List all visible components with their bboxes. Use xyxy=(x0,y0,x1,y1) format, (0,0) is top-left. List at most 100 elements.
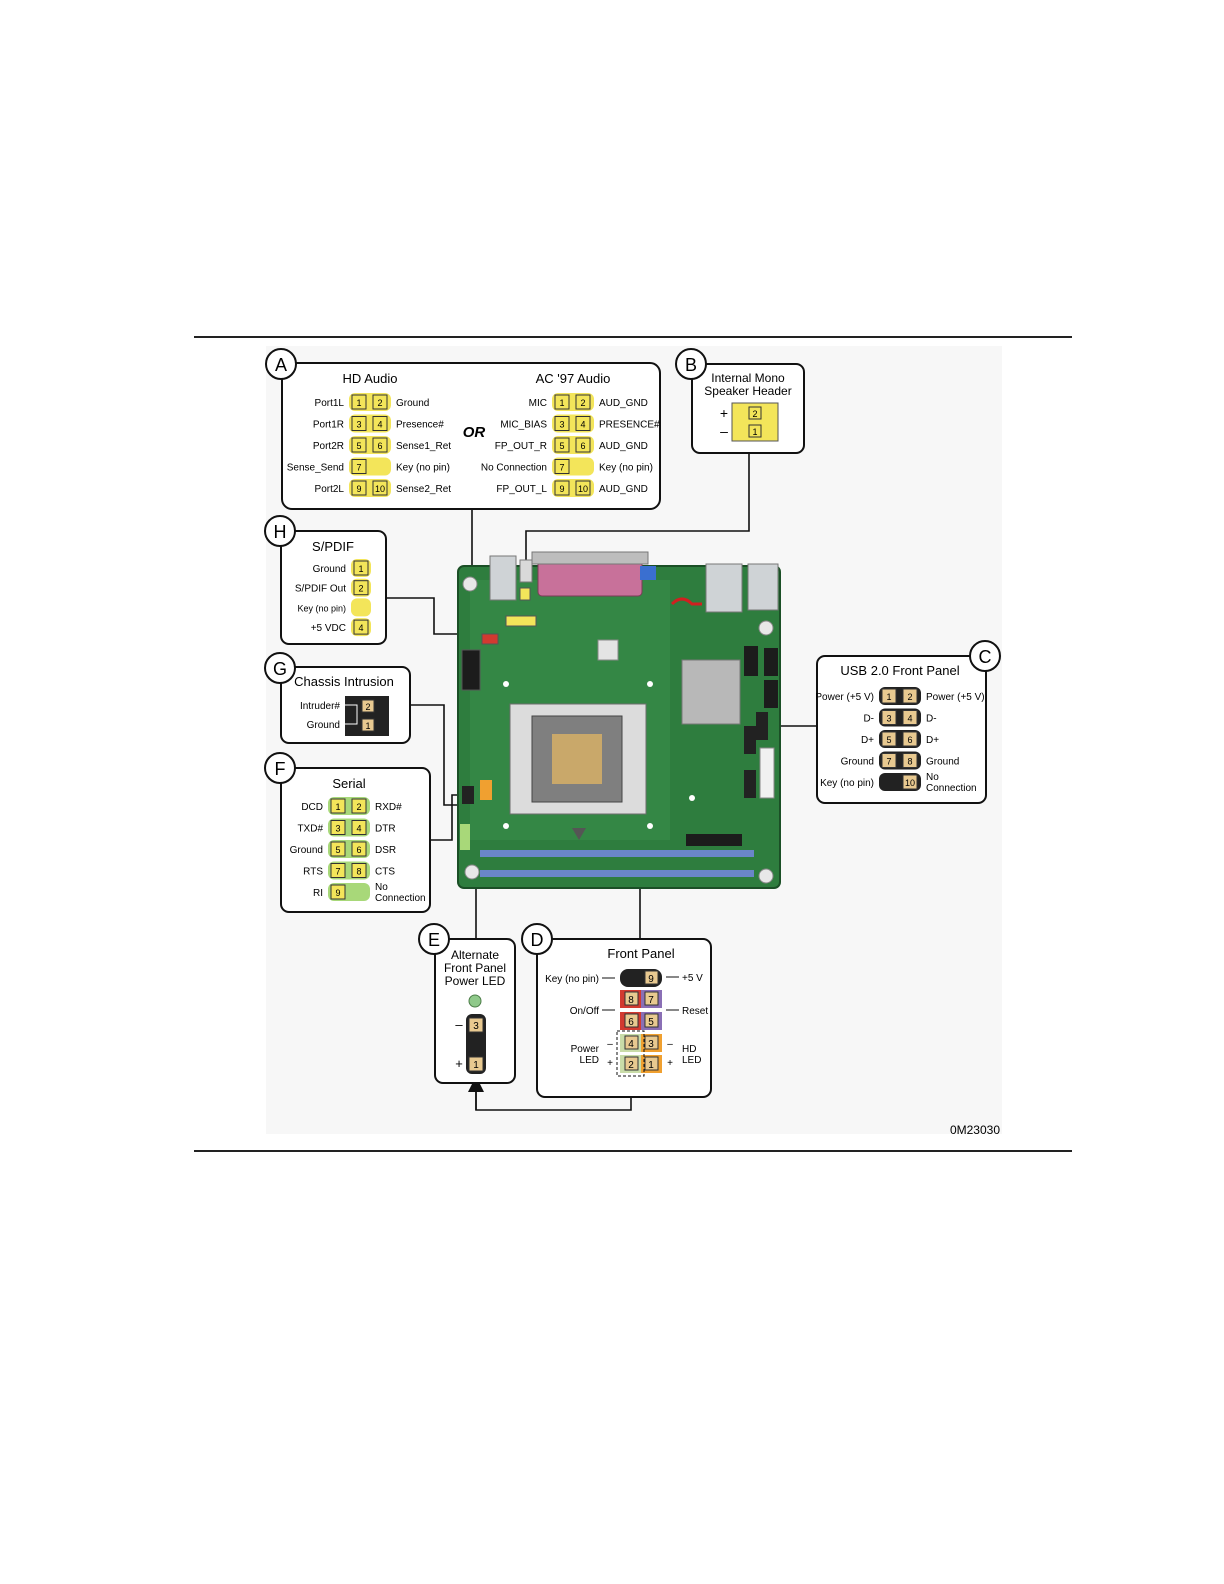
fp-pin-3 xyxy=(644,1035,659,1050)
pin-label: 4 xyxy=(377,420,382,430)
chassis-title: Chassis Intrusion xyxy=(294,674,394,689)
fp-power-led-line1: Power xyxy=(571,1044,600,1055)
alt-led-minus: – xyxy=(455,1017,463,1032)
serial-header xyxy=(462,786,474,804)
pin xyxy=(575,416,591,431)
atx-power xyxy=(759,747,775,799)
fp-pin-5-label: 5 xyxy=(648,1017,654,1028)
pin-label: 10 xyxy=(578,484,588,494)
pin-label: 1 xyxy=(356,398,361,408)
front-audio-header xyxy=(505,615,537,627)
pin-right-label: Connection xyxy=(926,783,977,794)
pin-label: 7 xyxy=(886,757,891,767)
fp-hd-led-line1: HD xyxy=(682,1044,696,1055)
spdif-pin-label: 2 xyxy=(358,584,363,594)
pin-right-label: No xyxy=(926,772,939,783)
top-rule xyxy=(194,336,1072,338)
fp-pin-2 xyxy=(624,1056,639,1071)
pin-label: 1 xyxy=(886,692,891,702)
pin xyxy=(902,774,918,790)
alt-led-pin-3-label: 3 xyxy=(473,1021,479,1032)
pin-right-label: DSR xyxy=(375,845,396,856)
pin-label: 3 xyxy=(356,420,361,430)
fp-hd-led-plus: + xyxy=(667,1058,673,1069)
pin-label: 9 xyxy=(356,484,361,494)
fp-hd-led-line2: LED xyxy=(682,1055,701,1066)
pin xyxy=(330,863,346,878)
dimm-slot-1 xyxy=(480,850,754,857)
side-connectors xyxy=(460,824,470,850)
fp-pin-2-label: 2 xyxy=(628,1060,634,1071)
pin xyxy=(575,437,591,453)
pin xyxy=(330,884,346,900)
usb-header-3 xyxy=(744,770,756,798)
pin-left-label: MIC_BIAS xyxy=(500,420,547,431)
pin-left-label: D+ xyxy=(861,735,874,746)
pin-label: 2 xyxy=(377,398,382,408)
speaker-pin-2 xyxy=(748,406,762,420)
dimm-slot-2 xyxy=(480,870,754,877)
speaker-plus: + xyxy=(720,405,728,421)
pin-label: 4 xyxy=(356,824,361,834)
callout-h-letter: H xyxy=(274,522,287,542)
spdif-pin-label: 1 xyxy=(358,564,363,574)
fp-pin-9-label: 9 xyxy=(648,974,654,985)
spdif-pin xyxy=(353,560,369,576)
callout-c-badge xyxy=(969,640,1001,672)
spdif-pin-label: Key (no pin) xyxy=(297,603,346,613)
pin xyxy=(351,437,367,453)
sata-1 xyxy=(744,646,758,676)
pin xyxy=(330,798,346,814)
spdif-pin xyxy=(353,619,369,635)
pin-left-label: Port2R xyxy=(313,441,344,452)
fp-power-led-outline xyxy=(616,1030,645,1077)
chassis-bracket xyxy=(344,704,358,725)
mount-dot xyxy=(503,823,509,829)
fp-pin-4 xyxy=(624,1035,639,1050)
speaker-header xyxy=(519,587,531,601)
pin-left-label: Power (+5 V) xyxy=(815,692,874,703)
pin-left-label: Ground xyxy=(290,845,323,856)
pin xyxy=(372,416,388,431)
speaker-pin-2-label: 2 xyxy=(752,409,757,419)
callout-f-letter: F xyxy=(275,759,286,779)
front-panel-title: Front Panel xyxy=(607,946,674,961)
speaker-minus: – xyxy=(720,423,728,439)
pin-right-label: Sense1_Ret xyxy=(396,441,451,452)
pin-right-label: Power (+5 V) xyxy=(926,692,985,703)
fp-header xyxy=(480,780,492,800)
pin-label: 5 xyxy=(559,441,564,451)
speaker-title-line2: Speaker Header xyxy=(704,384,791,398)
pin-label: 3 xyxy=(559,420,564,430)
pin xyxy=(372,437,388,453)
pin-label: 9 xyxy=(559,484,564,494)
pin-right-label: Sense2_Ret xyxy=(396,484,451,495)
pin-right-label: Ground xyxy=(926,757,959,768)
pin-left-label: No Connection xyxy=(481,463,547,474)
pin-label: 3 xyxy=(886,714,891,724)
pin-right-label: DTR xyxy=(375,824,396,835)
pin-label: 2 xyxy=(907,692,912,702)
pin xyxy=(351,459,367,474)
pin-right-label: AUD_GND xyxy=(599,484,648,495)
hd-audio-title: HD Audio xyxy=(343,371,398,386)
fp-pin-1 xyxy=(644,1056,659,1071)
callout-b-letter: B xyxy=(685,355,697,375)
fp-pin-9 xyxy=(644,970,659,985)
pin-right-label: CTS xyxy=(375,867,395,878)
chassis-ground-label: Ground xyxy=(307,720,340,731)
expansion-slot xyxy=(461,649,481,691)
callout-a-letter: A xyxy=(275,355,287,375)
pin-label: 1 xyxy=(335,802,340,812)
ac97-audio-title: AC '97 Audio xyxy=(536,371,611,386)
pin-label: 6 xyxy=(907,735,912,745)
fp-pin-6-label: 6 xyxy=(628,1017,634,1028)
alt-led-title-line2: Front Panel xyxy=(444,961,506,975)
spdif-header xyxy=(481,633,499,645)
pin-right-label: Ground xyxy=(396,398,429,409)
